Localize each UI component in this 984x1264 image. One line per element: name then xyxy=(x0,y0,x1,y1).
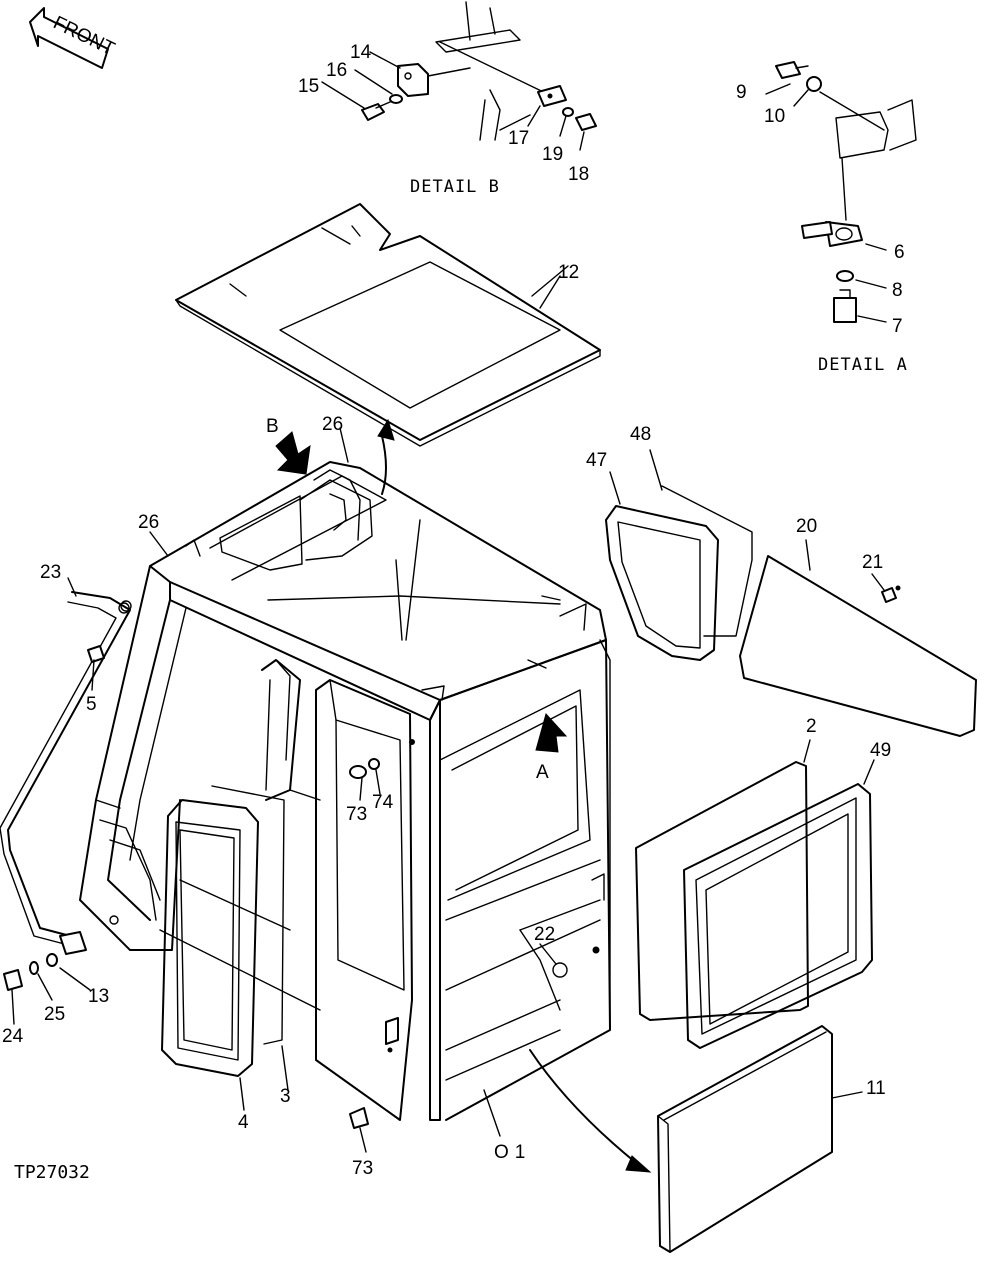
front-direction-arrow: FRONT xyxy=(29,7,118,69)
callout-73-upper: 73 xyxy=(346,804,367,825)
callout-16: 16 xyxy=(326,60,347,81)
clip-21 xyxy=(881,587,897,603)
bolt-73-upper xyxy=(349,765,367,779)
roof-mount-arrow xyxy=(381,435,387,495)
bolt-9 xyxy=(775,61,801,79)
glass-2 xyxy=(635,761,809,1021)
detail-b xyxy=(321,1,597,151)
callout-49: 49 xyxy=(870,740,891,761)
window-seal-47 xyxy=(605,505,719,661)
callout-17: 17 xyxy=(508,128,529,149)
callout-12: 12 xyxy=(558,262,579,283)
bolt-15 xyxy=(361,103,385,121)
callout-26-top: 26 xyxy=(322,414,343,435)
cab-frame-01 xyxy=(79,461,611,1121)
callout-4: 4 xyxy=(238,1112,249,1133)
callout-8: 8 xyxy=(892,280,903,301)
callout-14: 14 xyxy=(350,42,372,63)
glass-48 xyxy=(661,485,753,637)
view-a-arrow xyxy=(535,712,568,753)
roof-panel-12 xyxy=(175,203,601,447)
washer-13 xyxy=(46,953,58,967)
callout-18: 18 xyxy=(568,164,589,185)
washer-74 xyxy=(368,758,380,770)
callout-73-lower: 73 xyxy=(352,1158,373,1179)
callout-5: 5 xyxy=(86,694,97,715)
callout-6: 6 xyxy=(894,242,905,263)
reference-code: TP27032 xyxy=(14,1162,90,1183)
detail-a xyxy=(765,61,917,323)
callout-labels: 14 16 15 17 19 18 9 10 6 8 7 12 26 26 23… xyxy=(2,42,905,1179)
callout-11: 11 xyxy=(866,1078,886,1099)
callout-13: 13 xyxy=(88,986,109,1007)
bolt-7 xyxy=(833,297,857,323)
callout-74: 74 xyxy=(372,792,394,813)
callout-9: 9 xyxy=(736,82,747,103)
callout-10: 10 xyxy=(764,106,785,127)
glass-20 xyxy=(739,555,977,737)
washer-16 xyxy=(389,94,403,104)
callout-3: 3 xyxy=(280,1086,291,1107)
callout-24: 24 xyxy=(2,1026,24,1047)
callout-2: 2 xyxy=(806,716,817,737)
callout-19: 19 xyxy=(542,144,563,165)
bolt-5 xyxy=(87,645,105,663)
latch-6 xyxy=(825,221,863,247)
glass-3 xyxy=(211,785,285,1045)
callout-48: 48 xyxy=(630,424,651,445)
window-seal-49 xyxy=(683,783,873,1049)
detail-a-caption: DETAIL A xyxy=(818,355,908,375)
bolt-18 xyxy=(575,113,597,131)
panel-11 xyxy=(657,1025,833,1253)
leader-lines xyxy=(11,275,885,1153)
callout-22: 22 xyxy=(534,924,555,945)
grommet-22 xyxy=(552,962,568,978)
callout-23: 23 xyxy=(40,562,61,583)
callout-7: 7 xyxy=(892,316,903,337)
view-b-arrow xyxy=(275,431,311,475)
detail-b-caption: DETAIL B xyxy=(410,177,500,197)
handrail-23 xyxy=(0,591,131,955)
washer-10 xyxy=(806,76,822,92)
callout-01: O1 xyxy=(494,1142,531,1163)
front-label: FRONT xyxy=(50,12,118,60)
view-b-marker: B xyxy=(266,416,279,437)
washer-19 xyxy=(562,107,574,117)
bolt-24 xyxy=(3,969,23,991)
washer-25 xyxy=(29,961,39,975)
callout-20: 20 xyxy=(796,516,817,537)
door-handle xyxy=(385,1017,399,1045)
callout-21: 21 xyxy=(862,552,883,573)
window-frame-4 xyxy=(161,799,259,1077)
detail-b-bracket xyxy=(397,63,429,97)
callout-25: 25 xyxy=(44,1004,65,1025)
view-a-marker: A xyxy=(536,762,549,783)
callout-15: 15 xyxy=(298,76,319,97)
washer-8 xyxy=(836,270,854,282)
bolt-73-lower xyxy=(349,1107,369,1129)
callout-26-left: 26 xyxy=(138,512,159,533)
panel-install-arrow xyxy=(529,1049,641,1167)
callout-47: 47 xyxy=(586,450,607,471)
